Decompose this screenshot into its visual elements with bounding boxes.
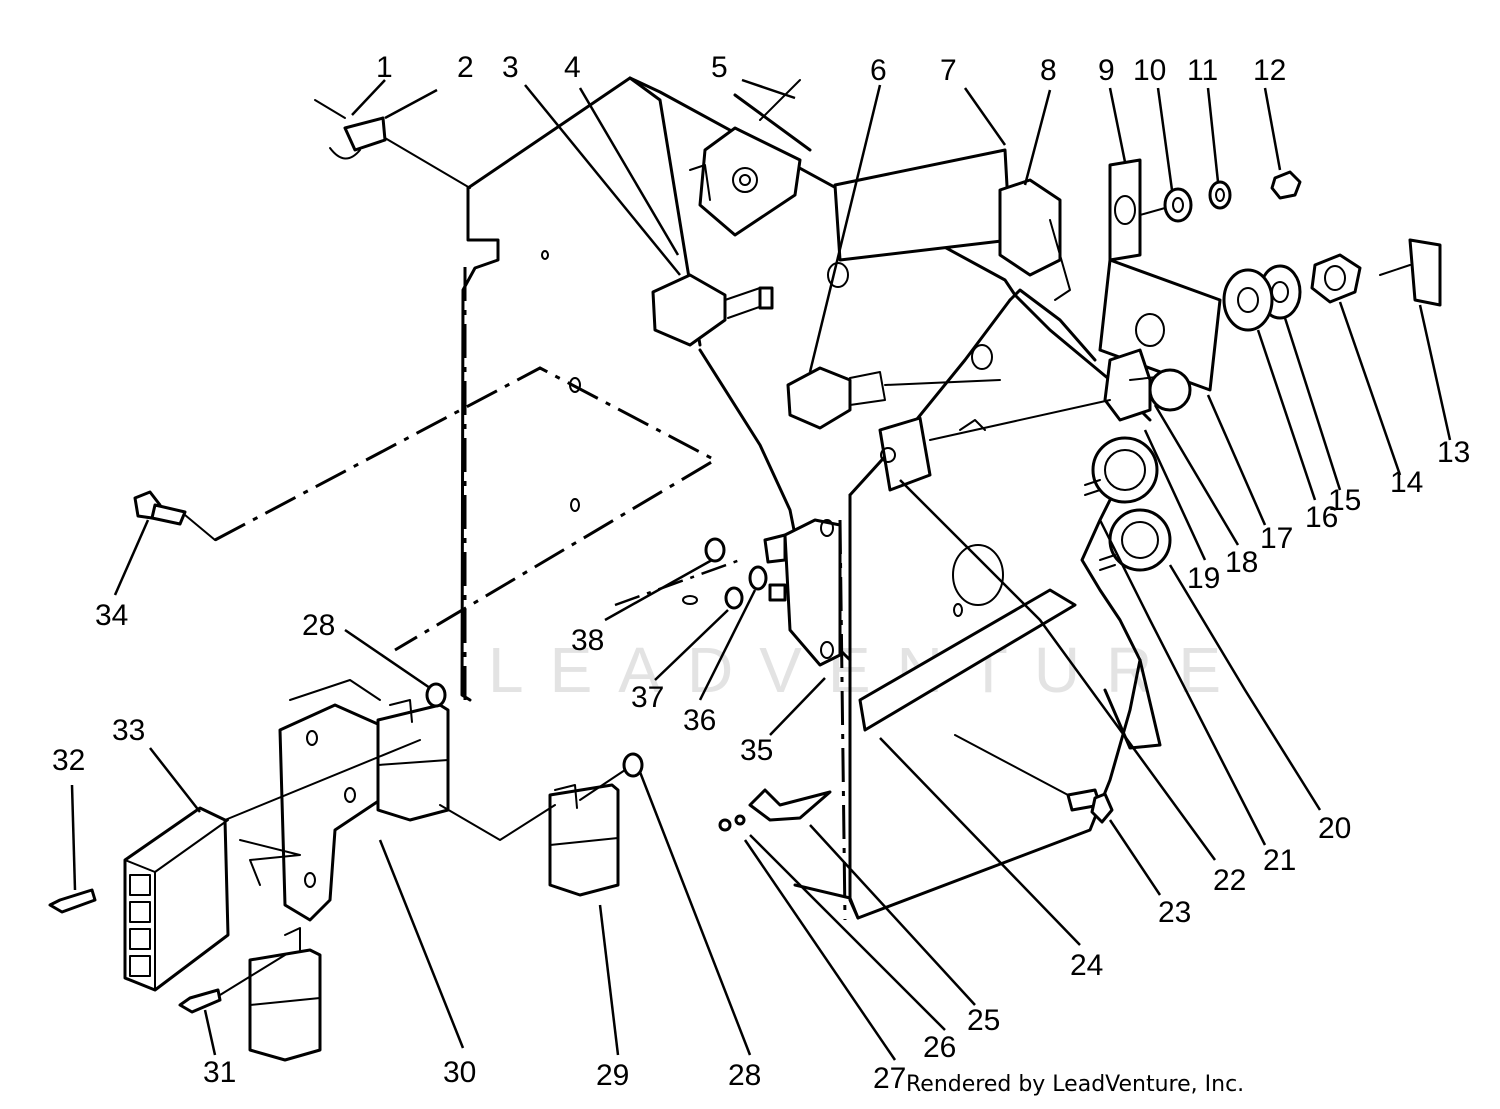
callout-34: 34	[95, 599, 128, 632]
relay-lower	[248, 927, 322, 1062]
callout-28-bottom: 28	[728, 1059, 761, 1092]
callout-23: 23	[1158, 896, 1191, 929]
callout-16: 16	[1305, 501, 1338, 534]
callout-33: 33	[112, 714, 145, 747]
callout-8: 8	[1040, 54, 1057, 87]
callout-15: 15	[1328, 484, 1361, 517]
key-and-washers	[1222, 238, 1442, 332]
callout-37: 37	[631, 681, 664, 714]
callout-25: 25	[967, 1004, 1000, 1037]
callout-35: 35	[740, 734, 773, 767]
cap-screw-right	[954, 734, 1114, 824]
relay-upper	[376, 682, 450, 822]
callout-5: 5	[711, 51, 728, 84]
callout-21: 21	[1263, 844, 1296, 877]
callout-38: 38	[571, 624, 604, 657]
fuse-holder-bracket	[682, 518, 842, 667]
callout-12: 12	[1253, 54, 1286, 87]
toggle-switch-part	[651, 273, 774, 347]
callout-1: 1	[376, 51, 393, 84]
watermark-text: LEADVENTURE	[488, 634, 1247, 706]
callout-24: 24	[1070, 949, 1103, 982]
callout-10: 10	[1133, 54, 1166, 87]
plug-connector-part	[786, 366, 1001, 430]
hour-meter-and-lamps	[1084, 348, 1192, 572]
leader-lines	[70, 78, 1452, 1061]
small-screws	[48, 839, 301, 1014]
callout-31: 31	[203, 1056, 236, 1089]
callout-7: 7	[940, 54, 957, 87]
callout-30: 30	[443, 1056, 476, 1089]
callout-20: 20	[1318, 812, 1351, 845]
callout-26: 26	[923, 1031, 956, 1064]
fuse-block	[123, 739, 421, 992]
terminal-bracket	[878, 399, 1111, 492]
ignition-module-part	[833, 148, 1071, 301]
callout-36: 36	[683, 704, 716, 737]
cap-screw-left	[133, 490, 216, 541]
spring-clip	[748, 788, 832, 822]
callout-6: 6	[870, 54, 887, 87]
callout-18: 18	[1225, 546, 1258, 579]
callout-19: 19	[1187, 562, 1220, 595]
relay-middle	[439, 752, 644, 897]
credit-text: Rendered by LeadVenture, Inc.	[906, 1072, 1245, 1097]
callout-29: 29	[596, 1059, 629, 1092]
relay-bracket	[278, 679, 382, 922]
callout-17: 17	[1260, 522, 1293, 555]
callout-9: 9	[1098, 54, 1115, 87]
callout-13: 13	[1437, 436, 1470, 469]
mounting-plate	[858, 588, 1077, 732]
upper-switch-bracket	[689, 79, 812, 237]
callout-labels: 1 2 3 4 5 6 7 8 9 10 11 12 13 14 15 16 1…	[52, 51, 1470, 1095]
callout-4: 4	[564, 51, 581, 84]
washer-nut-stack	[1139, 170, 1302, 223]
callout-27: 27	[873, 1062, 906, 1095]
callout-11: 11	[1187, 54, 1218, 87]
callout-2: 2	[457, 51, 474, 84]
callout-32: 32	[52, 744, 85, 777]
key-switch-plate	[1098, 158, 1222, 392]
nut-washer-pair	[718, 814, 746, 832]
callout-3: 3	[502, 51, 519, 84]
callout-28-top: 28	[302, 609, 335, 642]
wire-clip-part	[314, 99, 471, 189]
callout-14: 14	[1390, 466, 1423, 499]
callout-22: 22	[1213, 864, 1246, 897]
